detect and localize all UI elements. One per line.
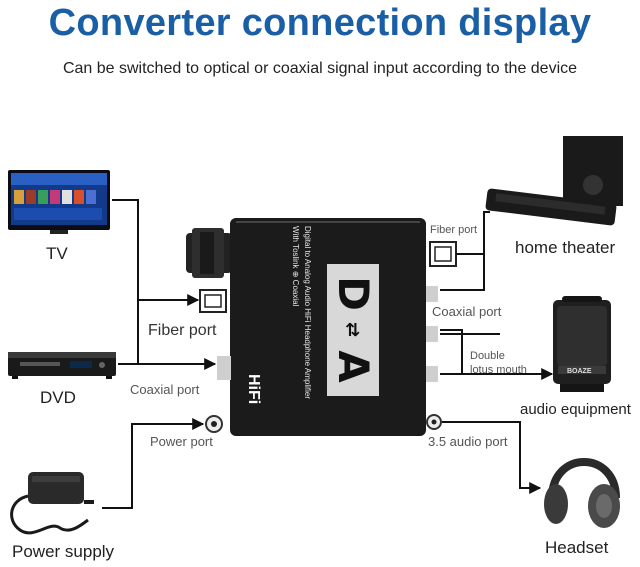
label-double-lotus-2: lotus mouth bbox=[470, 364, 527, 376]
headset-image bbox=[544, 458, 620, 528]
dvd-image bbox=[8, 352, 116, 379]
label-3-5-audio-port: 3.5 audio port bbox=[428, 434, 508, 449]
label-headset: Headset bbox=[545, 538, 609, 557]
label-home-theater: home theater bbox=[515, 238, 616, 257]
label-dvd: DVD bbox=[40, 388, 76, 407]
page-subtitle: Can be switched to optical or coaxial si… bbox=[62, 60, 578, 77]
label-coaxial-port-out: Coaxial port bbox=[432, 304, 502, 319]
label-tv: TV bbox=[46, 244, 68, 263]
hifi-label: HiFi bbox=[245, 374, 262, 405]
da-badge: D ⇄ A bbox=[328, 268, 378, 392]
speaker-brand: BOAZE bbox=[567, 368, 592, 375]
label-fiber-port-in: Fiber port bbox=[148, 322, 217, 339]
label-coaxial-port-in: Coaxial port bbox=[130, 382, 200, 397]
home-theater-image bbox=[485, 136, 623, 226]
badge-letter-a: A bbox=[328, 350, 378, 383]
label-audio-equipment: audio equipment bbox=[520, 401, 631, 418]
converter-side-text-1: Digital to Analog Audio HiFi Headphone A… bbox=[303, 226, 312, 399]
fiber-port-icon-right bbox=[429, 241, 457, 267]
label-fiber-port-out: Fiber port bbox=[430, 224, 478, 236]
label-double-lotus-1: Double bbox=[470, 350, 505, 362]
power-supply-image bbox=[10, 472, 94, 535]
converter-side-text-2: With Toslink ⊕ Coaxial bbox=[291, 226, 300, 307]
label-power-supply: Power supply bbox=[12, 542, 115, 561]
page-title: Converter connection display bbox=[48, 2, 592, 44]
tv-image bbox=[8, 170, 110, 234]
label-power-port: Power port bbox=[150, 434, 213, 449]
badge-arrows-icon: ⇄ bbox=[342, 322, 364, 338]
audio-equipment-image bbox=[553, 296, 611, 392]
converter-box-image bbox=[186, 218, 442, 436]
fiber-port-icon-left bbox=[199, 289, 227, 313]
badge-letter-d: D bbox=[328, 275, 378, 311]
